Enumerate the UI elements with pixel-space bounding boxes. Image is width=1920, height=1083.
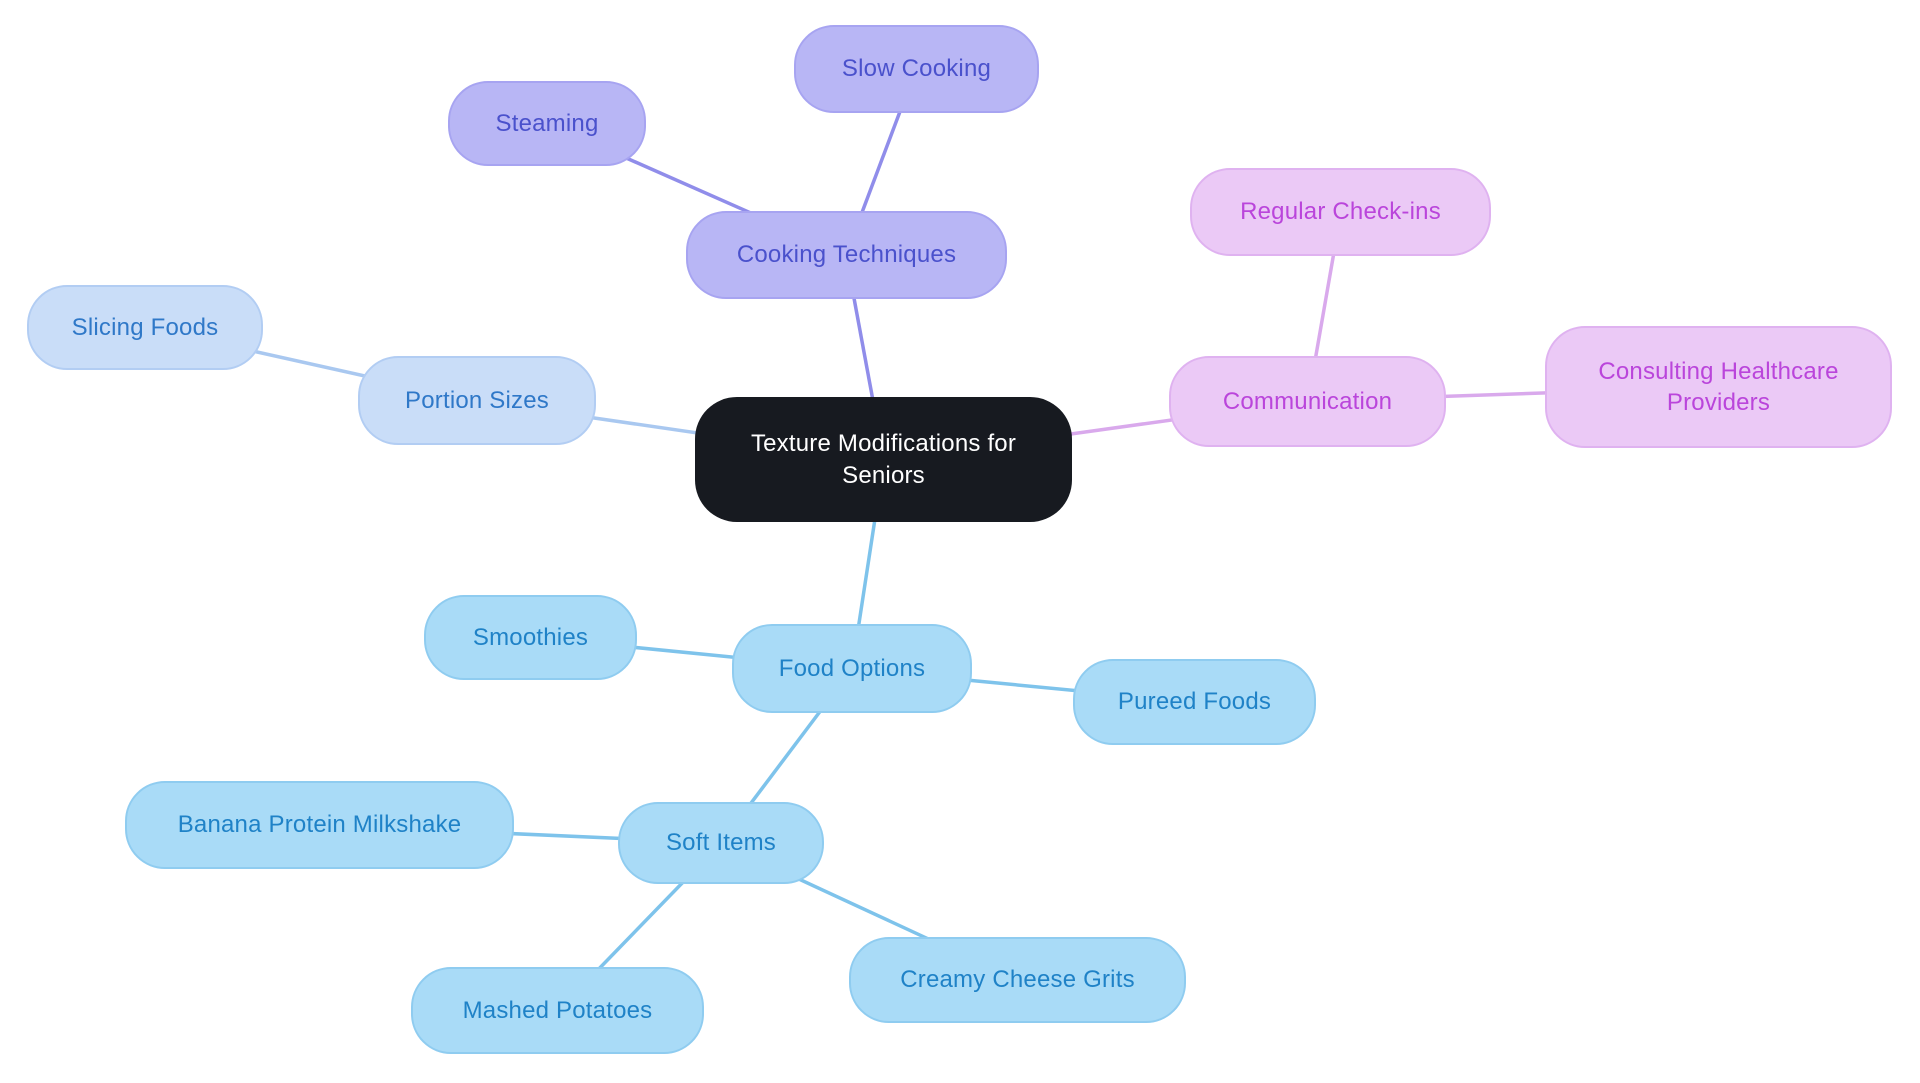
node-label: Mashed Potatoes [462,996,653,1024]
node-label: Steaming [495,109,599,137]
node-portion-sizes: Portion Sizes [358,356,596,445]
node-label: Consulting Healthcare Providers [1598,357,1839,416]
node-pureed-foods: Pureed Foods [1073,659,1316,745]
node-label: Cooking Techniques [736,241,957,269]
node-label: Food Options [778,654,926,682]
node-banana-protein-milkshake: Banana Protein Milkshake [125,781,514,869]
node-creamy-cheese-grits: Creamy Cheese Grits [849,937,1186,1023]
node-label: Creamy Cheese Grits [900,966,1135,994]
node-label: Texture Modifications for Seniors [750,430,1017,489]
node-regular-check-ins: Regular Check-ins [1190,168,1491,256]
node-soft-items: Soft Items [618,802,824,884]
node-label: Portion Sizes [405,386,549,414]
node-mashed-potatoes: Mashed Potatoes [411,967,704,1054]
node-label: Slow Cooking [841,55,992,83]
node-label: Communication [1222,387,1393,415]
node-smoothies: Smoothies [424,595,637,680]
node-label: Soft Items [665,829,777,857]
node-slicing-foods: Slicing Foods [27,285,263,370]
node-communication: Communication [1169,356,1446,447]
node-slow-cooking: Slow Cooking [794,25,1039,113]
node-consulting-healthcare-providers: Consulting Healthcare Providers [1545,326,1892,448]
node-label: Slicing Foods [71,313,219,341]
node-steaming: Steaming [448,81,646,166]
node-food-options: Food Options [732,624,972,713]
node-cooking-techniques: Cooking Techniques [686,211,1007,299]
node-label: Pureed Foods [1117,688,1272,716]
node-label: Regular Check-ins [1240,198,1441,226]
node-label: Smoothies [472,623,589,651]
node-label: Banana Protein Milkshake [177,811,462,839]
node-center-texture-modifications: Texture Modifications for Seniors [695,397,1072,522]
